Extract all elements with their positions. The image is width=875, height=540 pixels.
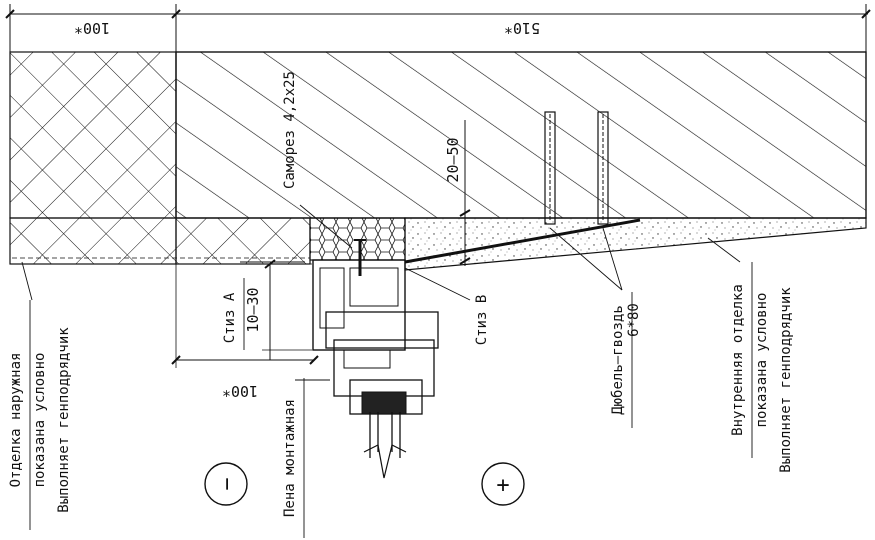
bottom-dimension xyxy=(171,52,319,368)
dim-gap-label: 10–30 xyxy=(244,287,262,332)
plus-side-marker: + xyxy=(481,462,525,506)
label-inner-finish-3: Выполняет генподрядчик xyxy=(778,287,794,473)
insulation-block xyxy=(9,51,177,219)
dim-depth xyxy=(459,120,471,266)
inner-plaster xyxy=(404,217,867,271)
label-outer-finish-3: Выполняет генподрядчик xyxy=(56,327,72,513)
dim-depth-label: 20–50 xyxy=(444,137,462,182)
plus-symbol: + xyxy=(496,473,509,498)
dim-bottom-width: 100* xyxy=(222,382,258,400)
dim-right-width: 510* xyxy=(504,19,540,37)
leader-dowel-2 xyxy=(602,227,623,291)
leader-screw xyxy=(299,204,353,249)
label-outer-finish-2: показана условно xyxy=(32,353,48,488)
outer-finish-layer xyxy=(9,217,177,265)
label-outer-finish-1: Отделка наружная xyxy=(8,353,24,488)
insulation-lower xyxy=(175,217,311,265)
dim-gap xyxy=(262,259,312,360)
anchor-plate xyxy=(404,218,641,264)
label-screw: Саморез 4,2х25 xyxy=(282,71,298,189)
label-joint-b: Стиз В xyxy=(474,295,490,346)
leader-joint-b xyxy=(404,267,471,301)
dowel-nail-1 xyxy=(544,111,556,225)
label-inner-finish-2: показана условно xyxy=(754,293,770,428)
label-inner-finish-1: Внутренняя отделка xyxy=(730,284,746,436)
leader-dowel-1 xyxy=(549,227,623,291)
glass-unit xyxy=(363,412,407,479)
top-dimension xyxy=(5,4,871,52)
label-joint-a: Стиз А xyxy=(222,292,238,343)
minus-symbol: − xyxy=(215,477,240,490)
label-dowel-2: 6*80 xyxy=(626,303,642,337)
label-foam: Пена монтажная xyxy=(282,399,298,517)
screw xyxy=(354,239,366,276)
dim-left-width: 100* xyxy=(74,19,110,37)
window-frame xyxy=(312,259,439,415)
dowel-nail-2 xyxy=(597,111,609,225)
label-dowel-1: Дюбель–гвоздь xyxy=(610,305,626,415)
leader-outer-finish xyxy=(21,261,33,301)
leader-inner-finish xyxy=(707,237,741,263)
wall-concrete xyxy=(175,51,867,219)
minus-side-marker: − xyxy=(204,462,248,506)
